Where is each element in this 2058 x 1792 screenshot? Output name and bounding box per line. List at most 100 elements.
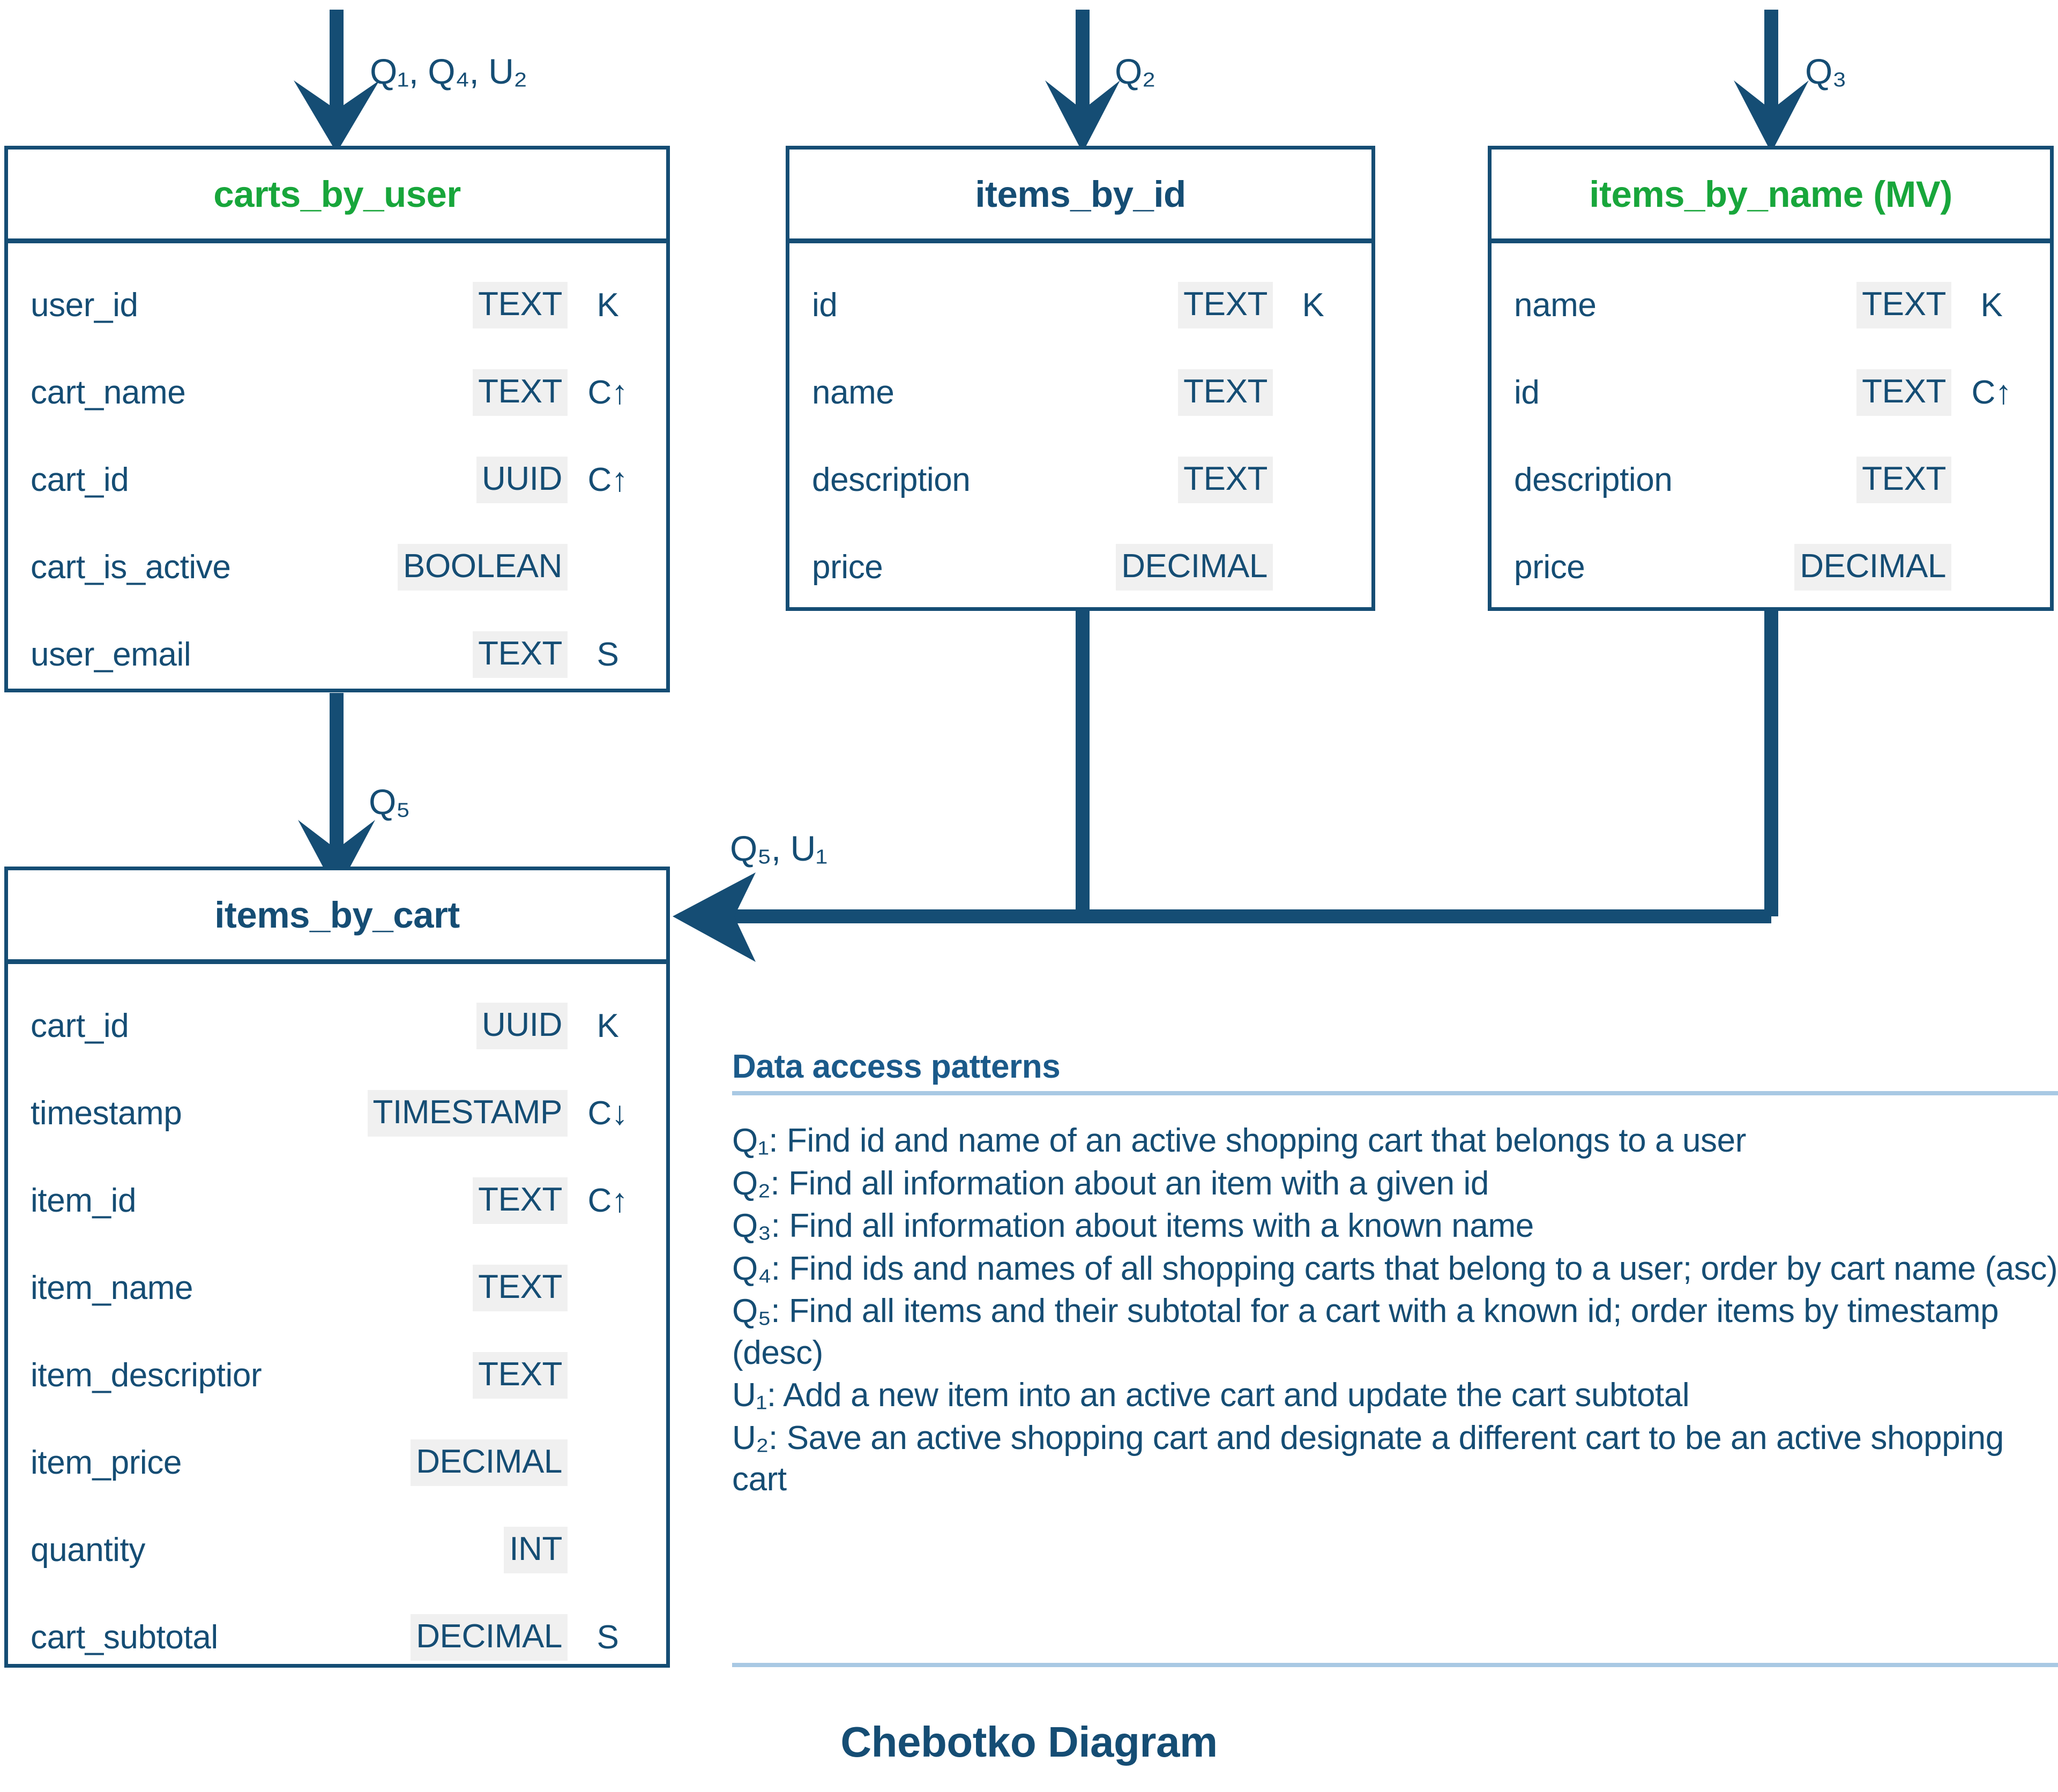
- table-row: price DECIMAL: [1492, 524, 2050, 611]
- divider-top: [732, 1091, 2058, 1095]
- table-row: item_name TEXT: [8, 1244, 666, 1332]
- arrow-into-items-by-id: [1045, 10, 1120, 153]
- column-type: TEXT: [1856, 282, 1951, 328]
- table-body-items-by-cart: cart_id UUID K timestamp TIMESTAMP C↓ it…: [8, 964, 666, 1681]
- table-items-by-id[interactable]: items_by_id id TEXT K name TEXT descript…: [786, 146, 1375, 611]
- edge-items-by-name-to-items-by-cart: [707, 611, 1778, 923]
- column-type: BOOLEAN: [398, 544, 568, 591]
- list-item: Q₁: Find id and name of an active shoppi…: [732, 1122, 1746, 1159]
- column-name: timestamp: [31, 1095, 182, 1132]
- data-access-patterns-panel: Data access patterns Q₁: Find id and nam…: [732, 1048, 2058, 1502]
- column-name: name: [812, 374, 894, 411]
- column-key: S: [596, 636, 619, 673]
- table-body-items-by-id: id TEXT K name TEXT description TEXT pri…: [789, 243, 1371, 611]
- column-key: K: [1302, 287, 1324, 324]
- column-name: item_id: [31, 1182, 137, 1219]
- table-title-items-by-name: items_by_name (MV): [1492, 150, 2050, 243]
- column-name: cart_is_active: [31, 549, 231, 586]
- list-item: Q₃: Find all information about items wit…: [732, 1207, 1534, 1244]
- column-type: TEXT: [473, 1177, 568, 1224]
- column-name: description: [1514, 461, 1673, 498]
- table-row: quantity INT: [8, 1506, 666, 1594]
- divider-bottom: [732, 1663, 2058, 1667]
- table-row: price DECIMAL: [789, 524, 1371, 611]
- column-name: name: [1514, 287, 1597, 324]
- data-access-patterns-title: Data access patterns: [732, 1048, 1061, 1085]
- table-row: id TEXT C↑: [1492, 349, 2050, 436]
- column-name: item_name: [31, 1270, 193, 1306]
- column-name: item_price: [31, 1444, 182, 1481]
- table-row: description TEXT: [789, 436, 1371, 524]
- edge-items-by-id-to-items-by-cart: [707, 611, 1090, 923]
- column-type: TEXT: [473, 1265, 568, 1311]
- list-item: U₁: Add a new item into an active cart a…: [732, 1377, 1690, 1414]
- column-type: UUID: [476, 457, 568, 503]
- column-type: DECIMAL: [411, 1614, 568, 1661]
- column-type: TEXT: [473, 1352, 568, 1399]
- column-type: INT: [504, 1527, 568, 1573]
- table-row: cart_subtotal DECIMAL S: [8, 1594, 666, 1681]
- column-name: item_descriptior: [31, 1357, 262, 1394]
- table-row: user_email TEXT S: [8, 611, 666, 698]
- column-type: TEXT: [1178, 369, 1273, 416]
- column-type: TEXT: [473, 369, 568, 416]
- table-row: item_price DECIMAL: [8, 1419, 666, 1506]
- column-key: K: [596, 287, 619, 324]
- list-item: U₂: Save an active shopping cart and des…: [732, 1419, 2004, 1498]
- arrow-into-carts-by-user: [294, 10, 379, 153]
- table-items-by-name[interactable]: items_by_name (MV) name TEXT K id TEXT C…: [1488, 146, 2054, 611]
- table-items-by-cart[interactable]: items_by_cart cart_id UUID K timestamp T…: [4, 867, 670, 1668]
- table-row: name TEXT: [789, 349, 1371, 436]
- edge-label-items-to-items-by-cart: Q₅, U₁: [730, 828, 827, 868]
- table-row: user_id TEXT K: [8, 262, 666, 349]
- column-type: TEXT: [1178, 282, 1273, 328]
- column-key: K: [596, 1007, 619, 1044]
- column-key: S: [596, 1619, 619, 1656]
- column-name: cart_subtotal: [31, 1619, 218, 1656]
- column-name: user_id: [31, 287, 138, 324]
- data-access-patterns-list: Q₁: Find id and name of an active shoppi…: [732, 1120, 2058, 1500]
- column-type: TIMESTAMP: [367, 1090, 568, 1137]
- table-row: item_descriptior TEXT: [8, 1332, 666, 1419]
- table-carts-by-user[interactable]: carts_by_user user_id TEXT K cart_name T…: [4, 146, 670, 692]
- column-name: quantity: [31, 1532, 145, 1569]
- table-title-items-by-cart: items_by_cart: [8, 870, 666, 964]
- edge-label-items-by-id-in: Q₂: [1115, 51, 1155, 91]
- column-key: C↑: [587, 1182, 628, 1219]
- table-row: cart_is_active BOOLEAN: [8, 524, 666, 611]
- column-key: K: [1980, 287, 2003, 324]
- table-row: item_id TEXT C↑: [8, 1157, 666, 1244]
- table-row: description TEXT: [1492, 436, 2050, 524]
- column-name: cart_name: [31, 374, 186, 411]
- column-type: DECIMAL: [1794, 544, 1951, 591]
- column-key: C↑: [1971, 374, 2012, 411]
- column-name: id: [1514, 374, 1540, 411]
- list-item: Q₅: Find all items and their subtotal fo…: [732, 1293, 1999, 1371]
- table-title-items-by-id: items_by_id: [789, 150, 1371, 243]
- arrow-into-items-by-name: [1734, 10, 1809, 153]
- edge-label-carts-by-user-in: Q₁, Q₄, U₂: [370, 51, 527, 91]
- column-key: C↓: [587, 1095, 628, 1132]
- table-row: name TEXT K: [1492, 262, 2050, 349]
- table-body-items-by-name: name TEXT K id TEXT C↑ description TEXT …: [1492, 243, 2050, 611]
- column-name: cart_id: [31, 1007, 129, 1044]
- column-name: id: [812, 287, 838, 324]
- column-name: description: [812, 461, 971, 498]
- column-type: TEXT: [1178, 457, 1273, 503]
- column-name: price: [1514, 549, 1585, 586]
- column-name: price: [812, 549, 883, 586]
- column-key: C↑: [587, 374, 628, 411]
- page-title: Chebotko Diagram: [840, 1718, 1218, 1766]
- column-type: TEXT: [1856, 369, 1951, 416]
- column-name: user_email: [31, 636, 191, 673]
- list-item: Q₄: Find ids and names of all shopping c…: [732, 1250, 2058, 1287]
- table-body-carts-by-user: user_id TEXT K cart_name TEXT C↑ cart_id…: [8, 243, 666, 698]
- edge-carts-to-items-by-cart: [298, 693, 375, 892]
- column-type: TEXT: [473, 631, 568, 678]
- column-type: UUID: [476, 1003, 568, 1049]
- column-name: cart_id: [31, 461, 129, 498]
- column-key: C↑: [587, 461, 628, 498]
- table-row: cart_id UUID K: [8, 982, 666, 1070]
- table-row: id TEXT K: [789, 262, 1371, 349]
